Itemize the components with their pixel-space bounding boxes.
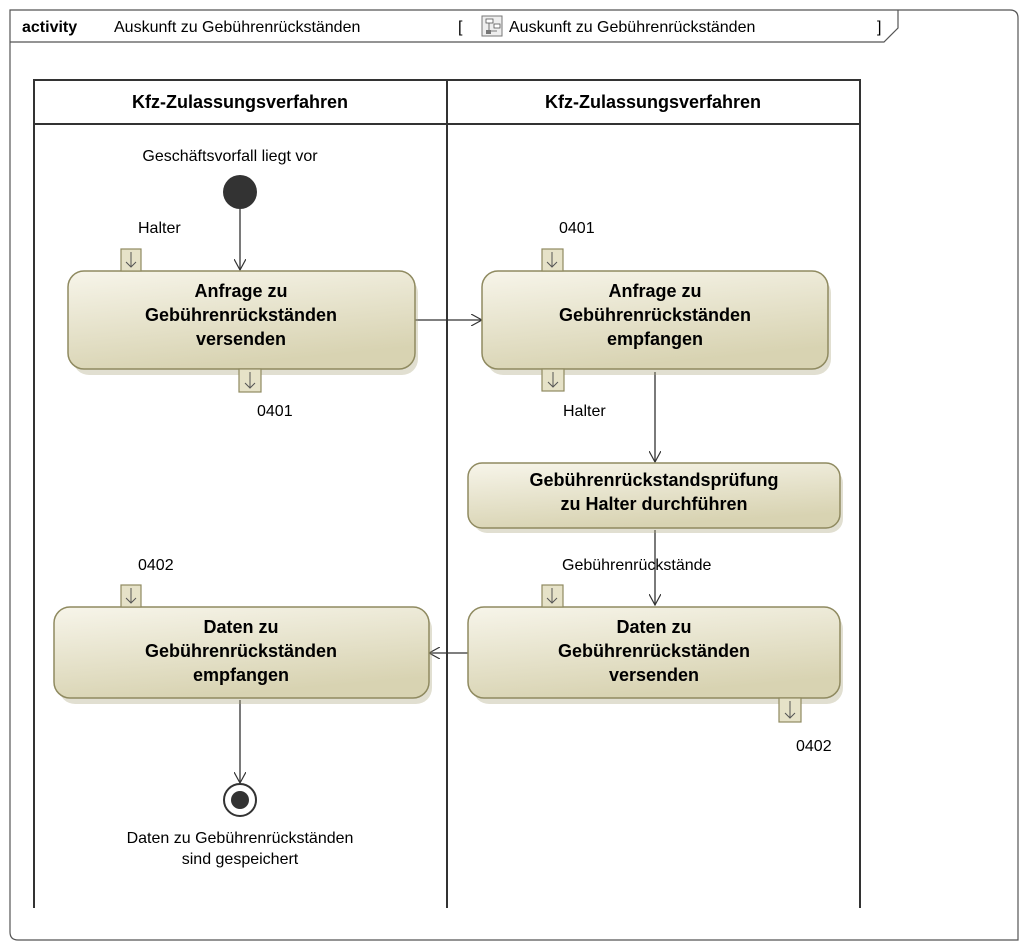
action-receive-data[interactable]: Daten zu Gebührenrückständen empfangen [53,606,432,704]
frame-bracket-close: ] [877,19,881,36]
action-check[interactable]: Gebührenrückstandsprüfung zu Halter durc… [467,462,843,533]
lane-1-title: Kfz-Zulassungsverfahren [132,92,348,112]
pin-receive-request-out[interactable] [541,368,565,392]
frame-keyword: activity [22,19,77,36]
pin-send-request-out-label: 0401 [257,403,293,420]
action-send-request-line-3: versenden [196,329,286,349]
frame-title-tab [10,10,899,43]
pin-send-request-in[interactable] [120,248,142,272]
activity-diagram-icon [481,15,503,37]
pin-receive-request-in-label: 0401 [559,220,595,237]
action-send-data-line-1: Daten zu [616,617,691,637]
action-send-request[interactable]: Anfrage zu Gebührenrückständen versenden [67,270,418,375]
action-send-data-line-2: Gebührenrückständen [558,641,750,661]
pin-receive-request-in[interactable] [541,248,564,272]
final-node[interactable] [223,783,257,817]
action-receive-request[interactable]: Anfrage zu Gebührenrückständen empfangen [481,270,831,375]
action-check-line-2: zu Halter durchführen [560,494,747,514]
action-receive-data-line-2: Gebührenrückständen [145,641,337,661]
action-receive-data-line-3: empfangen [193,665,289,685]
action-receive-request-line-1: Anfrage zu [608,281,701,301]
pin-receive-data-in[interactable] [120,584,142,608]
final-node-label-line-2: sind gespeichert [182,851,299,868]
action-receive-request-line-3: empfangen [607,329,703,349]
lane-2-title: Kfz-Zulassungsverfahren [545,92,761,112]
pin-send-request-in-label: Halter [138,220,181,237]
pin-receive-request-out-label: Halter [563,403,606,420]
action-receive-request-line-2: Gebührenrückständen [559,305,751,325]
pin-send-data-out[interactable] [778,697,802,723]
pin-send-data-in[interactable] [541,584,564,608]
swimlanes [33,79,861,908]
flows [240,209,655,783]
final-node-label-line-1: Daten zu Gebührenrückständen [127,830,354,847]
initial-node[interactable] [223,175,257,209]
frame-name: Auskunft zu Gebührenrückständen [114,19,360,36]
pin-send-data-out-label: 0402 [796,738,832,755]
pin-send-data-in-label: Gebührenrückstände [562,557,712,574]
action-send-data[interactable]: Daten zu Gebührenrückständen versenden [467,606,843,704]
frame-bracket-open: [ [458,19,463,36]
pin-send-request-out[interactable] [238,368,262,393]
pins [120,248,802,723]
frame-ref-name: Auskunft zu Gebührenrückständen [509,19,755,36]
action-check-line-1: Gebührenrückstandsprüfung [529,470,778,490]
initial-node-label: Geschäftsvorfall liegt vor [142,148,318,165]
action-send-request-line-1: Anfrage zu [194,281,287,301]
action-send-data-line-3: versenden [609,665,699,685]
pin-receive-data-in-label: 0402 [138,557,174,574]
action-receive-data-line-1: Daten zu [203,617,278,637]
action-send-request-line-2: Gebührenrückständen [145,305,337,325]
